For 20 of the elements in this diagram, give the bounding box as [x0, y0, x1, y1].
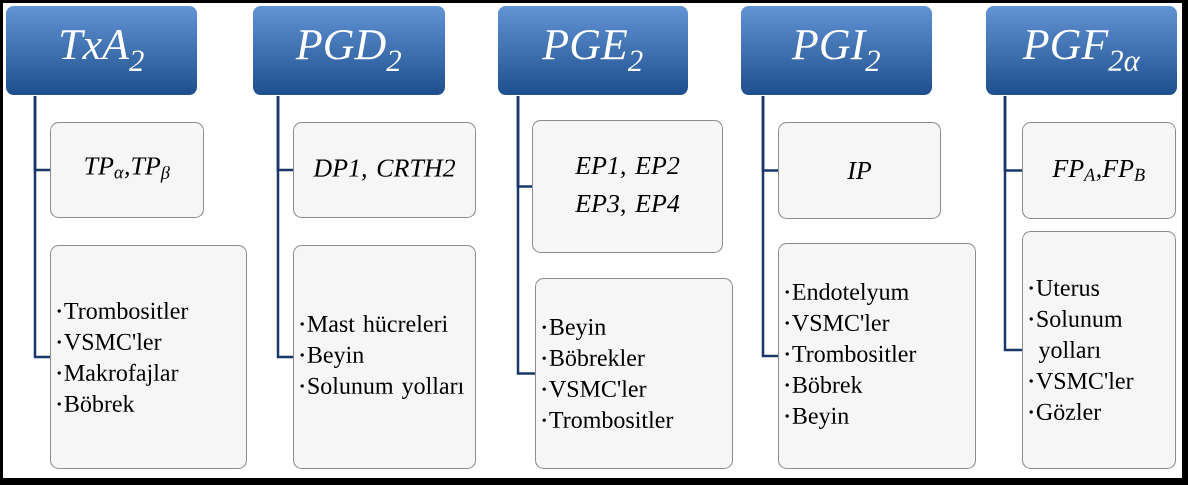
tissue-list-box: Uterus Solunum yolları VSMC'ler Gözler	[1022, 231, 1176, 469]
connector-line	[761, 96, 778, 358]
header-box: PGI$_{2}$	[740, 5, 933, 96]
receptor-box: EP1, EP2 EP3, EP4	[532, 120, 723, 253]
header-box: PGD$_{2}$	[252, 5, 446, 96]
header-box: PGF$_{2α}$	[985, 5, 1178, 96]
tissue-list-box: Mast hücreleri Beyin Solunum yolları	[293, 245, 476, 469]
connector-line	[516, 96, 535, 375]
tissue-list-box: Beyin Böbrekler VSMC'ler Trombositler	[535, 278, 733, 469]
connector-line	[276, 96, 293, 359]
connector-line	[33, 96, 50, 359]
receptor-box: IP	[778, 122, 941, 219]
receptor-box: DP1, CRTH2	[293, 122, 476, 218]
header-box: PGE$_{2}$	[497, 5, 689, 96]
receptor-box: TP$_{α}$,TP$_{β}$	[50, 122, 204, 218]
tissue-list-box: Endotelyum VSMC'ler Trombositler Böbrek Beyin	[778, 243, 976, 469]
connector-line	[1003, 96, 1022, 352]
tissue-list-box: Trombositler VSMC'ler Makrofajlar Böbrek	[50, 245, 247, 469]
header-box: TxA$_{2}$	[5, 5, 198, 96]
receptor-box: FP$_{A}$,FP$_{B}$	[1022, 122, 1176, 219]
